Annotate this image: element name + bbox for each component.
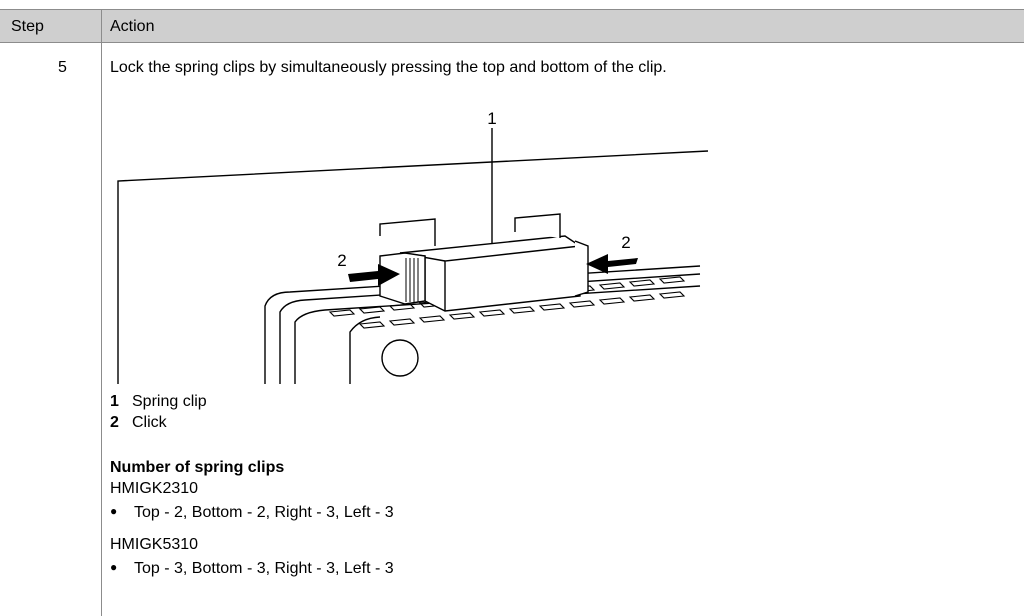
legend-number: 1 — [110, 393, 119, 410]
list-item: ● Top - 2, Bottom - 2, Right - 3, Left - … — [110, 504, 394, 522]
callout-2-right-label: 2 — [621, 233, 630, 252]
model-name: HMIGK2310 — [110, 480, 199, 497]
list-item-text: Top - 3, Bottom - 3, Right - 3, Left - 3 — [134, 560, 394, 577]
column-divider — [101, 9, 102, 616]
list-item: ● Top - 3, Bottom - 3, Right - 3, Left - … — [110, 560, 394, 578]
legend-label: Spring clip — [132, 393, 207, 410]
step-instruction: Lock the spring clips by simultaneously … — [110, 59, 667, 76]
procedure-table: Step Action 5 Lock the spring clips by s… — [0, 9, 1024, 616]
bullet-icon: ● — [110, 560, 118, 574]
header-action: Action — [110, 18, 155, 35]
legend-number: 2 — [110, 414, 119, 431]
table-header: Step Action — [0, 9, 1024, 43]
legend-item: 1 Spring clip — [110, 393, 207, 411]
step-number: 5 — [58, 59, 67, 76]
legend-label: Click — [132, 414, 167, 431]
bullet-icon: ● — [110, 504, 118, 518]
model-name: HMIGK5310 — [110, 536, 199, 553]
legend-item: 2 Click — [110, 414, 167, 432]
header-step: Step — [11, 18, 44, 35]
callout-2-left-label: 2 — [337, 251, 346, 270]
callout-1-label: 1 — [487, 109, 496, 128]
list-item-text: Top - 2, Bottom - 2, Right - 3, Left - 3 — [134, 504, 394, 521]
section-title: Number of spring clips — [110, 459, 285, 476]
spring-clip-figure: 1 2 2 — [117, 109, 709, 384]
